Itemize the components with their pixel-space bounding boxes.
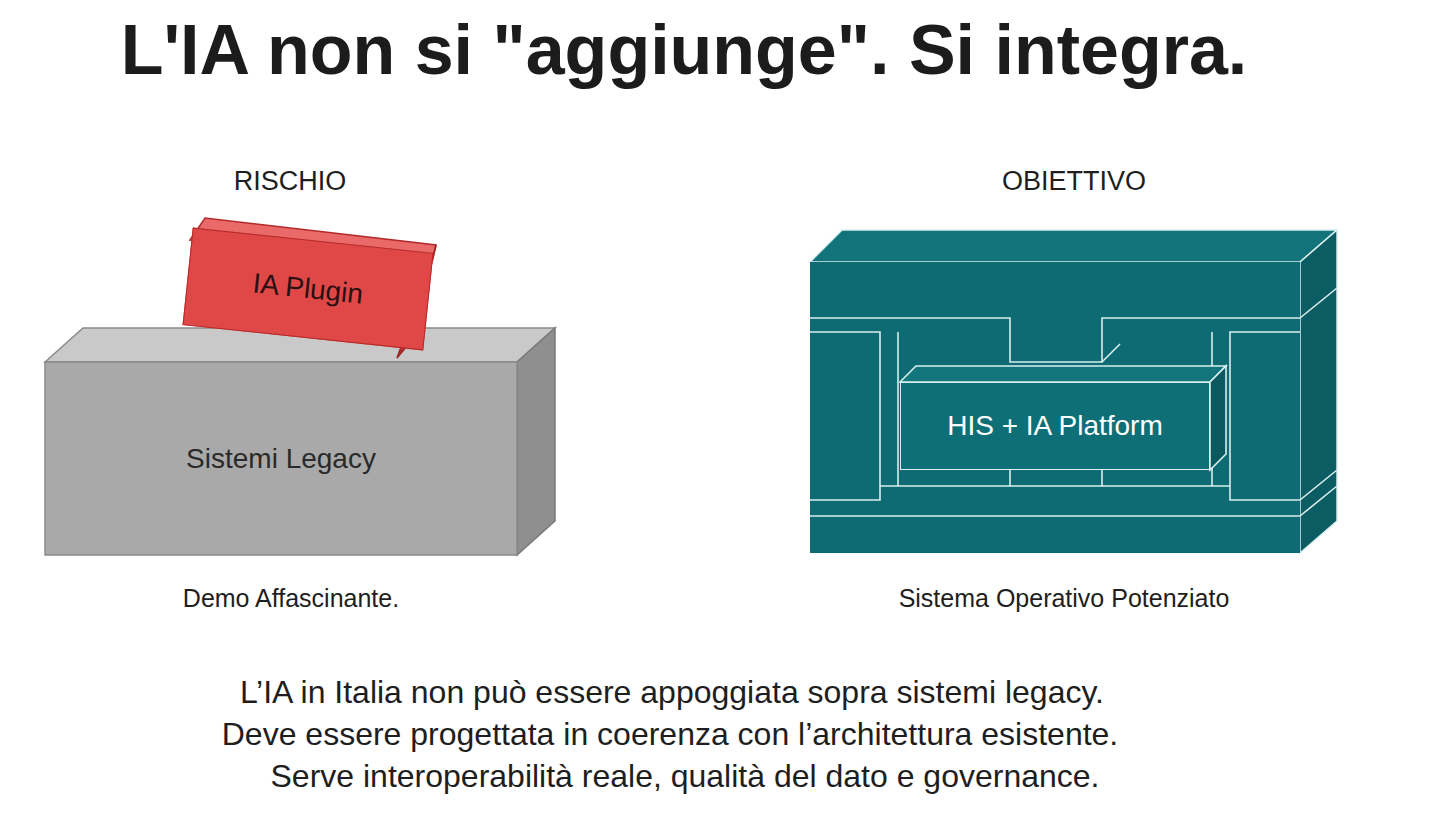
platform-front-face: [810, 262, 1300, 553]
platform-box: HIS + IA Platform: [900, 382, 1210, 470]
note-line: Deve essere progettata in coerenza con l…: [222, 716, 1119, 753]
platform-inner-lines: [810, 288, 1337, 516]
node-text: Sistemi Legacy: [186, 443, 376, 475]
caption-text: Sistema Operativo Potenziato: [899, 584, 1230, 613]
platform-side-face: [1300, 230, 1337, 553]
node-text: IA Plugin: [251, 267, 364, 310]
caption-text: Demo Affascinante.: [183, 584, 399, 613]
node-text: HIS + IA Platform: [947, 410, 1163, 442]
legacy-front-face: [45, 362, 517, 555]
legacy-box: Sistemi Legacy: [45, 362, 517, 555]
legacy-side-face: [517, 328, 555, 555]
note-line: Serve interoperabilità reale, qualità de…: [271, 758, 1100, 795]
note-line: L’IA in Italia non può essere appoggiata…: [240, 674, 1104, 711]
section-heading: OBIETTIVO: [1002, 166, 1146, 197]
title: L'IA non si "aggiunge". Si integra.: [121, 10, 1248, 90]
platform-top-face: [810, 230, 1337, 262]
section-heading: RISCHIO: [234, 166, 347, 197]
